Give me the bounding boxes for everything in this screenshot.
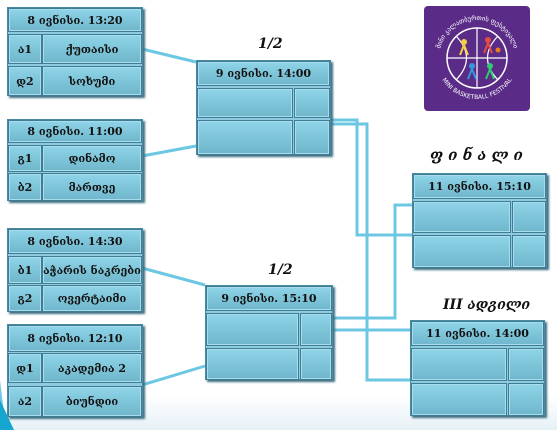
match-date: 8 ივნისი. 13:20 — [8, 8, 142, 32]
connector-line — [141, 364, 206, 387]
team-name: აკადემია 2 — [42, 353, 142, 383]
connector-line — [330, 122, 410, 382]
score-slot — [512, 201, 546, 233]
team-slot — [411, 348, 507, 381]
basketball-logo-icon: მინი კალათბურთის ფესტივალი MINI BASKETBA… — [434, 13, 519, 101]
seed-label: დ1 — [8, 353, 42, 383]
seed-label: ბ1 — [8, 256, 42, 284]
team-name: ბიუნდიი — [42, 386, 142, 417]
team-slot — [413, 201, 511, 233]
match-date: 9 ივნისი. 14:00 — [197, 61, 330, 86]
team-slot — [206, 313, 299, 346]
seed-label: გ1 — [8, 145, 42, 172]
team-slot — [413, 235, 511, 268]
connector-line — [330, 118, 412, 237]
score-slot — [294, 120, 330, 155]
seed-label: დ2 — [8, 66, 42, 96]
team-slot — [197, 88, 293, 118]
match-date: 9 ივნისი. 15:10 — [206, 286, 332, 311]
connector-line — [141, 47, 197, 64]
score-slot — [294, 88, 330, 118]
team-name: სოხუმი — [42, 66, 142, 96]
semifinal-title: 1/2 — [268, 262, 293, 278]
team-name: დინამო — [42, 145, 142, 172]
match-date: 8 ივნისი. 11:00 — [8, 120, 142, 143]
team-slot — [411, 383, 507, 416]
festival-logo: მინი კალათბურთის ფესტივალი MINI BASKETBA… — [424, 6, 530, 111]
score-slot — [300, 313, 332, 346]
match-date: 11 ივნისი. 14:00 — [411, 321, 544, 346]
match-date: 11 ივნისი. 15:10 — [413, 174, 546, 199]
score-slot — [508, 383, 544, 416]
score-slot — [300, 348, 332, 380]
team-slot — [206, 348, 299, 380]
final-title: ფ ი ნ ა ლ ი — [430, 146, 523, 164]
match-date: 8 ივნისი. 14:30 — [8, 229, 142, 254]
team-slot — [197, 120, 293, 155]
seed-label: ა2 — [8, 386, 42, 417]
match-date: 8 ივნისი. 12:10 — [8, 325, 142, 352]
connector-line — [141, 144, 197, 158]
score-slot — [512, 235, 546, 268]
semifinal-title: 1/2 — [258, 36, 283, 52]
seed-label: ბ2 — [8, 173, 42, 201]
team-name: ქუთაისი — [42, 34, 142, 64]
third-place-title: III ადგილი — [443, 297, 531, 313]
connector-line — [141, 266, 206, 287]
team-name: ოვერტაიმი — [42, 285, 142, 312]
team-name: აჭარის ნაკრები — [42, 256, 142, 284]
score-slot — [508, 348, 544, 381]
connector-line — [330, 203, 412, 320]
seed-label: ა1 — [8, 34, 42, 64]
seed-label: გ2 — [8, 285, 42, 312]
team-name: მართვე — [42, 173, 142, 201]
